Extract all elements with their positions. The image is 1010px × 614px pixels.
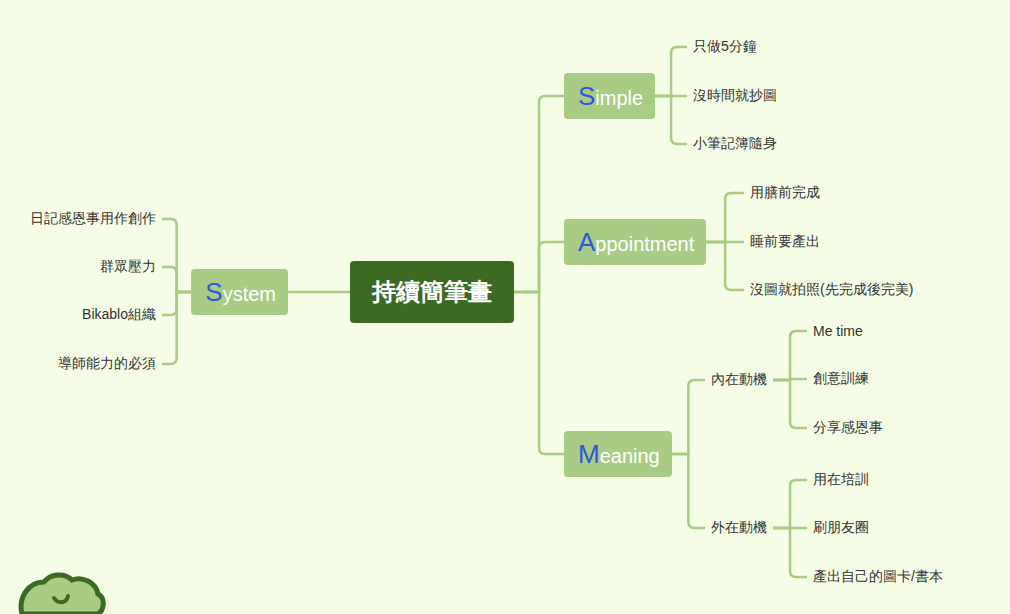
topic-text: 沒時間就抄圖: [693, 87, 777, 105]
branch-line: [672, 380, 705, 454]
leaf-topic: 沒圖就拍照(先完成後完美): [744, 279, 919, 301]
leaf-topic: 導師能力的必須: [52, 353, 162, 375]
leaf-topic: 只做5分鐘: [687, 36, 763, 58]
topic-text: Appointment: [578, 227, 694, 258]
topic-text: 沒圖就拍照(先完成後完美): [750, 281, 913, 299]
topic-text: 用在培訓: [813, 471, 869, 489]
branch-line: [162, 267, 191, 292]
branch-line: [514, 242, 564, 292]
logo-mark: [54, 596, 68, 602]
logo-shape: [21, 575, 103, 614]
leaf-topic: Bikablo組織: [76, 304, 162, 326]
topic-text: 導師能力的必須: [58, 355, 156, 373]
leaf-topic: 用膳前完成: [744, 182, 826, 204]
branch-line: [514, 292, 564, 454]
branch-line: [773, 331, 807, 380]
branch-box: Meaning: [564, 431, 672, 477]
topic-text: 睡前要產出: [750, 233, 820, 251]
topic-text: Simple: [578, 81, 643, 112]
central-topic: 持續簡筆畫: [350, 261, 514, 323]
branch-box: System: [191, 269, 288, 315]
branch-line: [706, 242, 744, 290]
leaf-topic: 分享感恩事: [807, 417, 889, 439]
leaf-topic: 用在培訓: [807, 469, 875, 491]
topic-text: 持續簡筆畫: [372, 276, 492, 308]
topic-text: System: [205, 277, 276, 308]
leaf-topic: 產出自己的圖卡/書本: [807, 566, 949, 588]
leaf-topic: 日記感恩事用作創作: [24, 208, 162, 230]
branch-line: [655, 47, 687, 96]
leaf-topic: 群眾壓力: [94, 256, 162, 278]
leaf-topic: 創意訓練: [807, 368, 875, 390]
topic-text: 只做5分鐘: [693, 38, 757, 56]
topic-text: 創意訓練: [813, 370, 869, 388]
topic-text: 小筆記簿隨身: [693, 135, 777, 153]
sub-topic: 外在動機: [705, 517, 773, 539]
branch-line: [706, 193, 744, 242]
topic-text: 產出自己的圖卡/書本: [813, 568, 943, 586]
topic-text: Me time: [813, 323, 863, 339]
branch-line: [514, 96, 564, 292]
topic-text: 內在動機: [711, 371, 767, 389]
topic-text: 日記感恩事用作創作: [30, 210, 156, 228]
topic-text: Meaning: [578, 439, 660, 470]
sub-topic: 內在動機: [705, 369, 773, 391]
branch-line: [773, 380, 807, 428]
branch-line: [655, 96, 687, 144]
branch-box: Appointment: [564, 219, 706, 265]
leaf-topic: 刷朋友圈: [807, 517, 875, 539]
branch-line: [773, 480, 807, 528]
topic-text: 刷朋友圈: [813, 519, 869, 537]
topic-text: 群眾壓力: [100, 258, 156, 276]
leaf-topic: 沒時間就抄圖: [687, 85, 783, 107]
branch-line: [288, 291, 350, 294]
topic-text: 外在動機: [711, 519, 767, 537]
topic-text: 分享感恩事: [813, 419, 883, 437]
leaf-topic: 睡前要產出: [744, 231, 826, 253]
branch-line: [162, 219, 191, 292]
topic-text: Bikablo組織: [82, 306, 156, 324]
leaf-topic: 小筆記簿隨身: [687, 133, 783, 155]
branch-box: Simple: [564, 73, 655, 119]
leaf-topic: Me time: [807, 321, 869, 341]
branch-line: [773, 528, 807, 577]
branch-line: [672, 454, 705, 528]
branch-line: [162, 292, 191, 364]
topic-text: 用膳前完成: [750, 184, 820, 202]
logo-icon: [14, 568, 114, 614]
